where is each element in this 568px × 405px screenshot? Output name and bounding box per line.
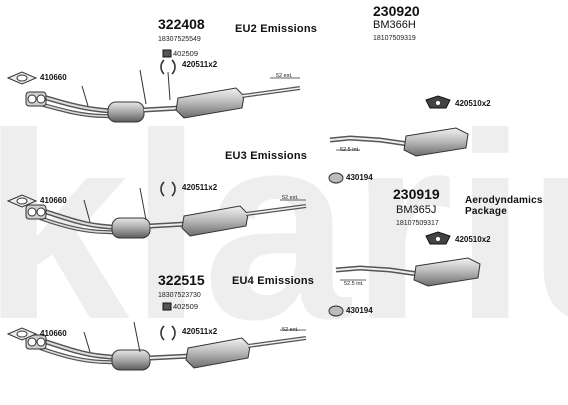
gasket-410660-row3: 410660 [40,329,67,338]
dim-int-top: 52.5 int. [340,147,360,153]
gasket-410660-row2: 410660 [40,196,67,205]
kit-ean-230920: 18107509319 [373,35,416,42]
kit-number-230920: 230920 [373,3,420,19]
kit-number-230919: 230919 [393,186,440,202]
mount-402509-top: 402509 [173,49,199,58]
exhaust-assembly-top[interactable] [25,69,301,123]
gasket-icon-2 [6,194,38,208]
exhaust-assembly-middle[interactable] [25,187,307,239]
rubber-icon-b [328,172,344,184]
rear-silencer-top[interactable] [329,127,469,157]
gasket-icon-3 [6,327,38,341]
mount-icon-c [162,302,172,311]
kit-number-322408: 322408 [158,16,205,32]
rear-silencer-bottom[interactable] [335,257,481,287]
eu4-emissions-label: EU4 Emissions [232,275,315,287]
gasket-410660-row1: 410660 [40,73,67,82]
clamp-420511-row1: 420511x2 [182,60,218,69]
dim-int-bottom: 52.5 int. [344,281,364,287]
rubber-430194-top: 430194 [346,173,373,182]
hanger-icon-d [425,231,451,245]
aero-package-line1: Aerodyndamics [465,195,543,206]
clamp-icon-1 [160,59,176,75]
rubber-430194-bottom: 430194 [346,306,373,315]
clamp-420511-row2: 420511x2 [182,183,218,192]
eu2-emissions-label: EU2 Emissions [235,23,318,35]
hanger-420510-top: 420510x2 [455,99,491,108]
clamp-420511-row3: 420511x2 [182,327,218,336]
clamp-icon-3 [160,325,176,341]
exhaust-assembly-bottom[interactable] [25,321,307,371]
rubber-icon-d [328,305,344,317]
hanger-420510-bottom: 420510x2 [455,235,491,244]
gasket-icon-1 [6,71,38,85]
kit-ean-322515: 18307523730 [158,292,201,299]
mount-402509-bottom: 402509 [173,302,199,311]
kit-model-bm366h: BM366H [373,19,416,31]
dim-ext-row3: 52 ext. [282,327,299,333]
clamp-icon-2 [160,181,176,197]
kit-ean-322408: 18307525549 [158,36,201,43]
dim-ext-row2: 52 ext. [282,195,299,201]
mount-icon-a [162,49,172,58]
kit-model-bm365j: BM365J [396,204,437,216]
hanger-icon-b [425,95,451,109]
aero-package-line2: Package [465,206,507,217]
eu3-emissions-label: EU3 Emissions [225,150,308,162]
dim-ext-row1: 52 ext. [276,73,293,79]
kit-number-322515: 322515 [158,272,205,288]
kit-ean-230919: 18107509317 [396,220,439,227]
